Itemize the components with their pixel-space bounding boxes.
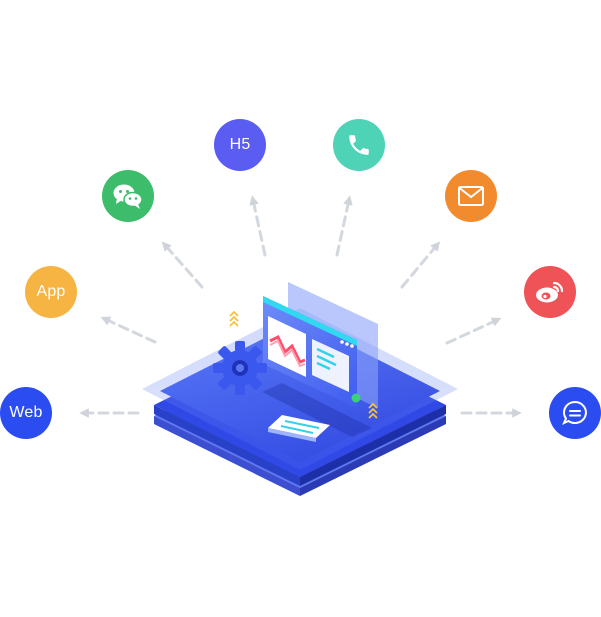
channel-phone: [333, 119, 385, 171]
channel-mail: [445, 170, 497, 222]
chat-bubble-icon: [562, 400, 587, 425]
channel-app: App: [25, 266, 77, 318]
channel-h5: H5: [214, 119, 266, 171]
phone-icon: [349, 135, 369, 155]
keyboard-tile: [268, 415, 330, 442]
arrow-to-app: [100, 316, 157, 344]
arrow-to-mail: [400, 241, 441, 289]
wechat-icon: [113, 184, 143, 209]
arrow-to-weibo: [445, 317, 502, 345]
connector-arrows: [79, 195, 522, 418]
channel-h5-label: H5: [229, 136, 251, 153]
channel-app-label: App: [36, 283, 66, 300]
arrow-to-h5: [249, 195, 267, 257]
weibo-icon: [536, 281, 564, 303]
channel-web: Web: [0, 387, 52, 439]
dashboard-screen: [263, 296, 361, 408]
chevrons-up-icon: [229, 310, 378, 419]
arrow-to-wechat: [161, 241, 204, 289]
channel-weibo: [524, 266, 576, 318]
gear-icon: [213, 341, 267, 395]
arrow-to-phone: [335, 195, 353, 257]
channel-message: [549, 387, 601, 439]
mail-icon: [458, 186, 484, 206]
channel-web-label: Web: [9, 404, 43, 421]
channel-wechat: [102, 170, 154, 222]
